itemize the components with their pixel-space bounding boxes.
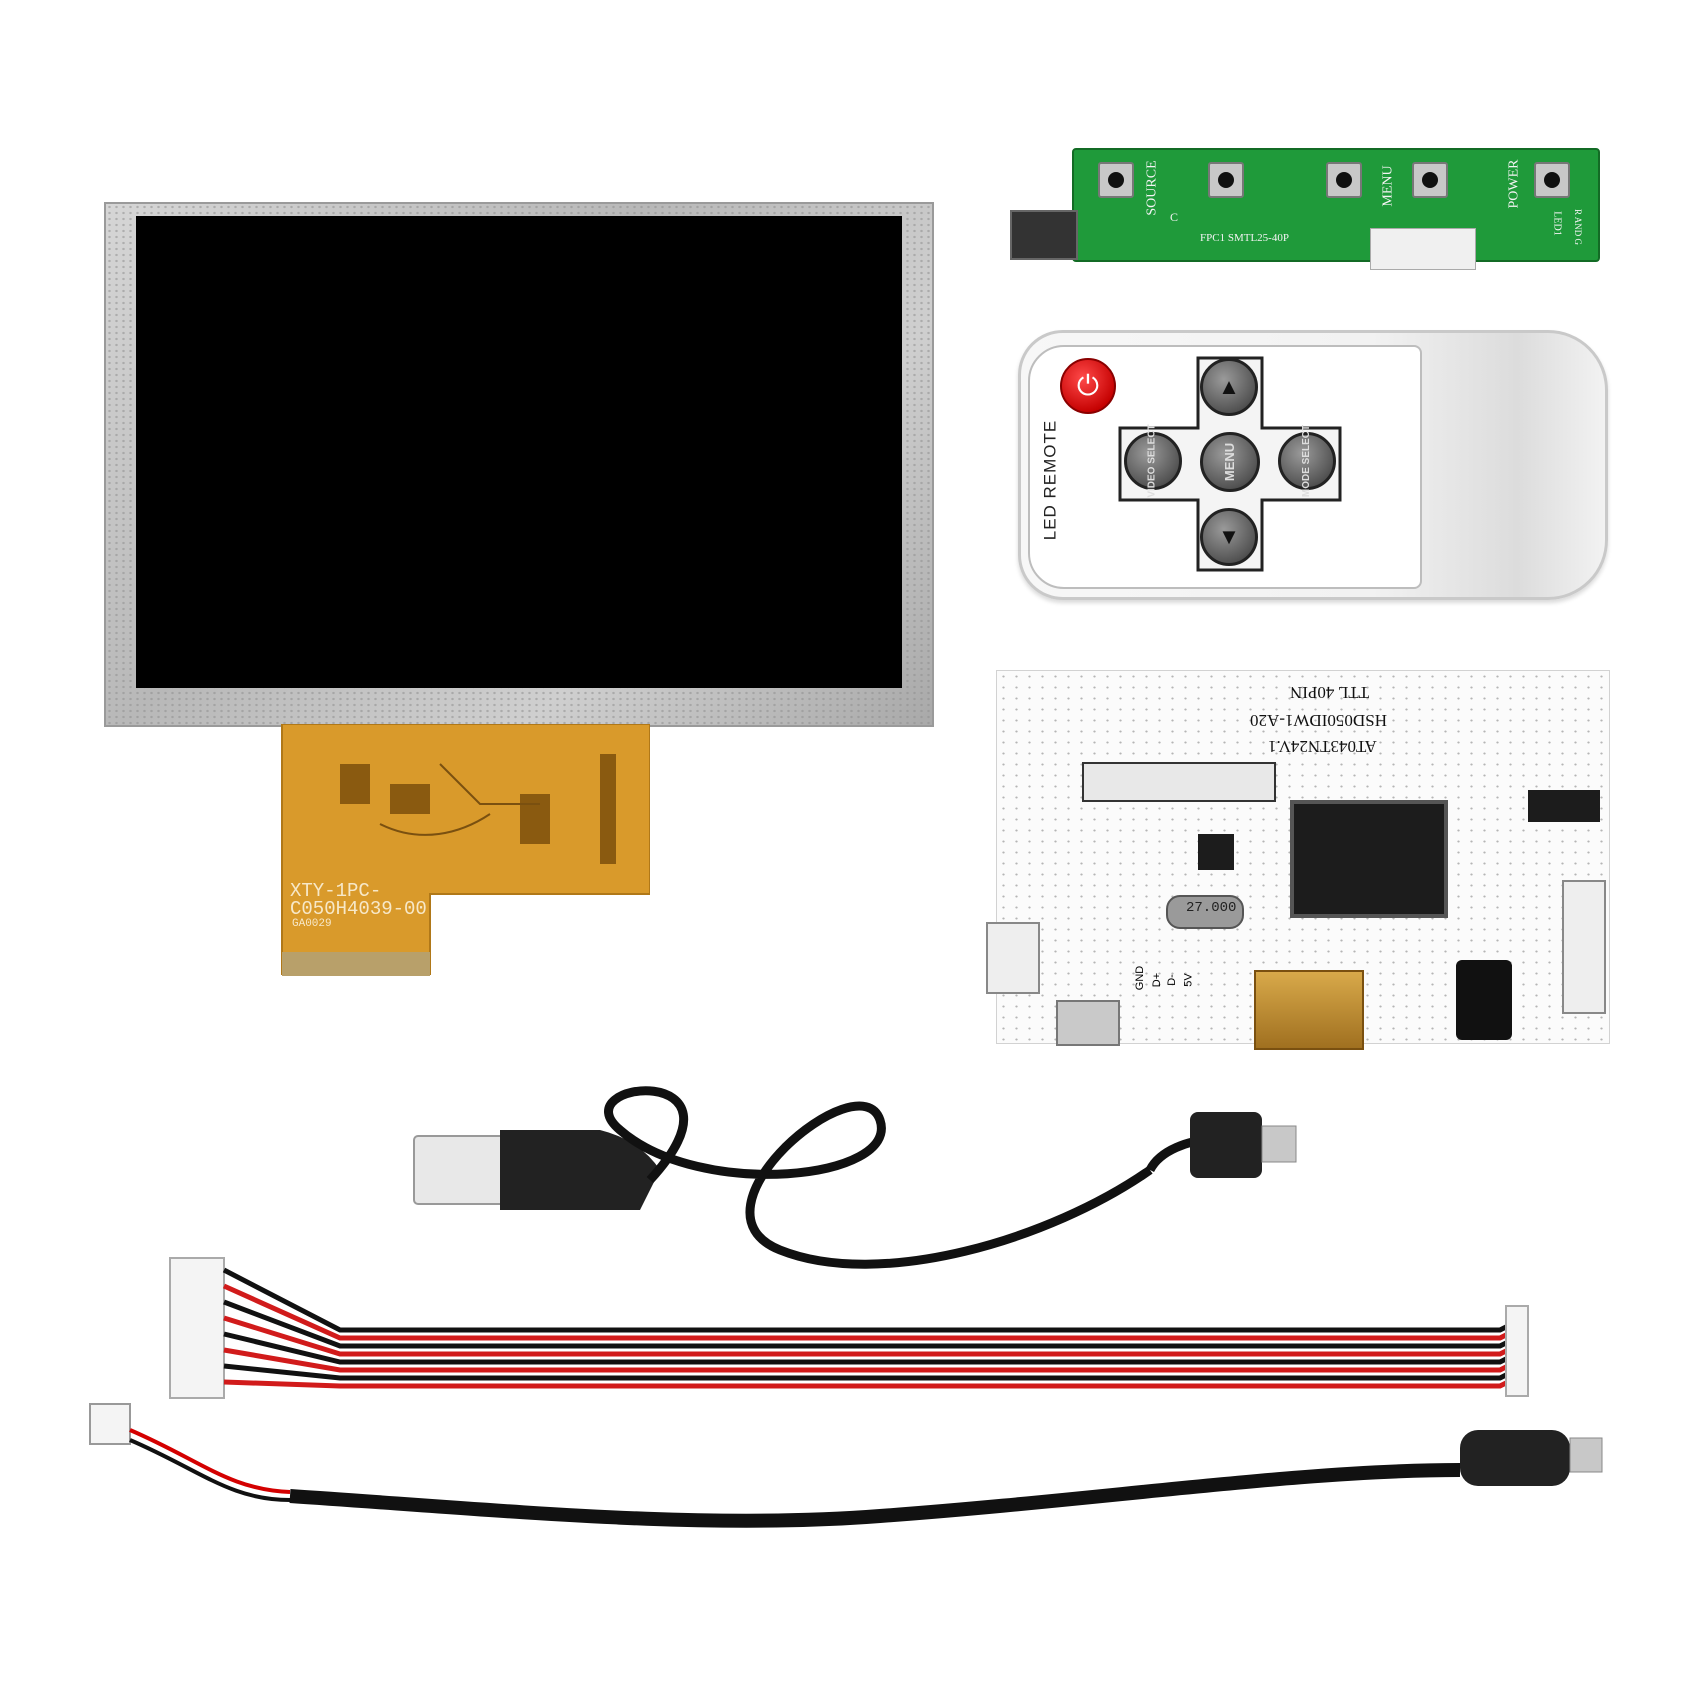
- power-connector: [986, 922, 1040, 994]
- remote-mode-select-button: MODE SELECT: [1278, 425, 1336, 497]
- fpc-connector-40pin: [1082, 762, 1276, 802]
- kb-label-c: C: [1170, 210, 1179, 224]
- lcd-screen: [136, 216, 902, 688]
- main-processor-chip: [1290, 800, 1448, 918]
- key-button-4: [1412, 162, 1448, 198]
- remote-side-label: LED REMOTE: [1040, 419, 1060, 541]
- ir-receiver: [1010, 210, 1078, 260]
- power-icon: ⏻: [1076, 369, 1100, 401]
- kb-label-menu: MENU: [1380, 165, 1396, 207]
- ctrl-label-ttl: TTL 40PIN: [1290, 683, 1370, 702]
- ctrl-label-dp: D+: [1151, 972, 1164, 988]
- fpc-code: GA0029: [292, 918, 332, 930]
- ctrl-label-gnd: GND: [1134, 965, 1147, 991]
- micro-usb-port: [1056, 1000, 1120, 1046]
- remote-menu-button: MENU: [1200, 432, 1260, 492]
- usb-cable: [413, 1086, 1297, 1269]
- crystal-label: 27.000: [1186, 900, 1237, 916]
- kb-connector: [1370, 228, 1476, 270]
- kb-label-led: LED1: [1551, 211, 1563, 236]
- crystal-oscillator: [1166, 895, 1244, 929]
- kb-label-fpc: FPC1 SMTL25-40P: [1200, 232, 1289, 244]
- ic-chip-small: [1198, 834, 1234, 870]
- ic-chip-right: [1528, 790, 1600, 822]
- key-button-5: [1534, 162, 1570, 198]
- kb-label-source: SOURCE: [1144, 160, 1160, 216]
- ctrl-label-dm: D-: [1165, 974, 1178, 986]
- ribbon-cable: [169, 1257, 1529, 1399]
- remote-power-button: ⏻: [1060, 358, 1116, 414]
- power-cable: [89, 1403, 1603, 1528]
- kb-label-rg: R AND G: [1573, 208, 1584, 246]
- mini-hdmi-port: [1254, 970, 1364, 1050]
- key-connector: [1562, 880, 1606, 1014]
- fpc-flex-cable: [281, 724, 650, 976]
- remote-down-button: ▼: [1200, 508, 1258, 566]
- remote-up-button: ▲: [1200, 358, 1258, 416]
- key-button-3: [1326, 162, 1362, 198]
- remote-video-select-button: VIDEO SELECT: [1124, 424, 1182, 498]
- cables-layer: [89, 1086, 1603, 1528]
- fpc-label-line2: C050H4039-00: [290, 898, 427, 920]
- key-button-2: [1208, 162, 1244, 198]
- ctrl-label-5v: 5V: [1182, 973, 1195, 987]
- fpc-label-line1: XTY-1PC-: [290, 880, 382, 902]
- key-button-1: [1098, 162, 1134, 198]
- ctrl-label-board: AT043TN24V.1: [1268, 737, 1377, 756]
- kb-label-power: POWER: [1506, 159, 1522, 209]
- audio-jack: [1456, 960, 1512, 1040]
- ctrl-label-model: HSD050IDW1-A20: [1250, 711, 1387, 730]
